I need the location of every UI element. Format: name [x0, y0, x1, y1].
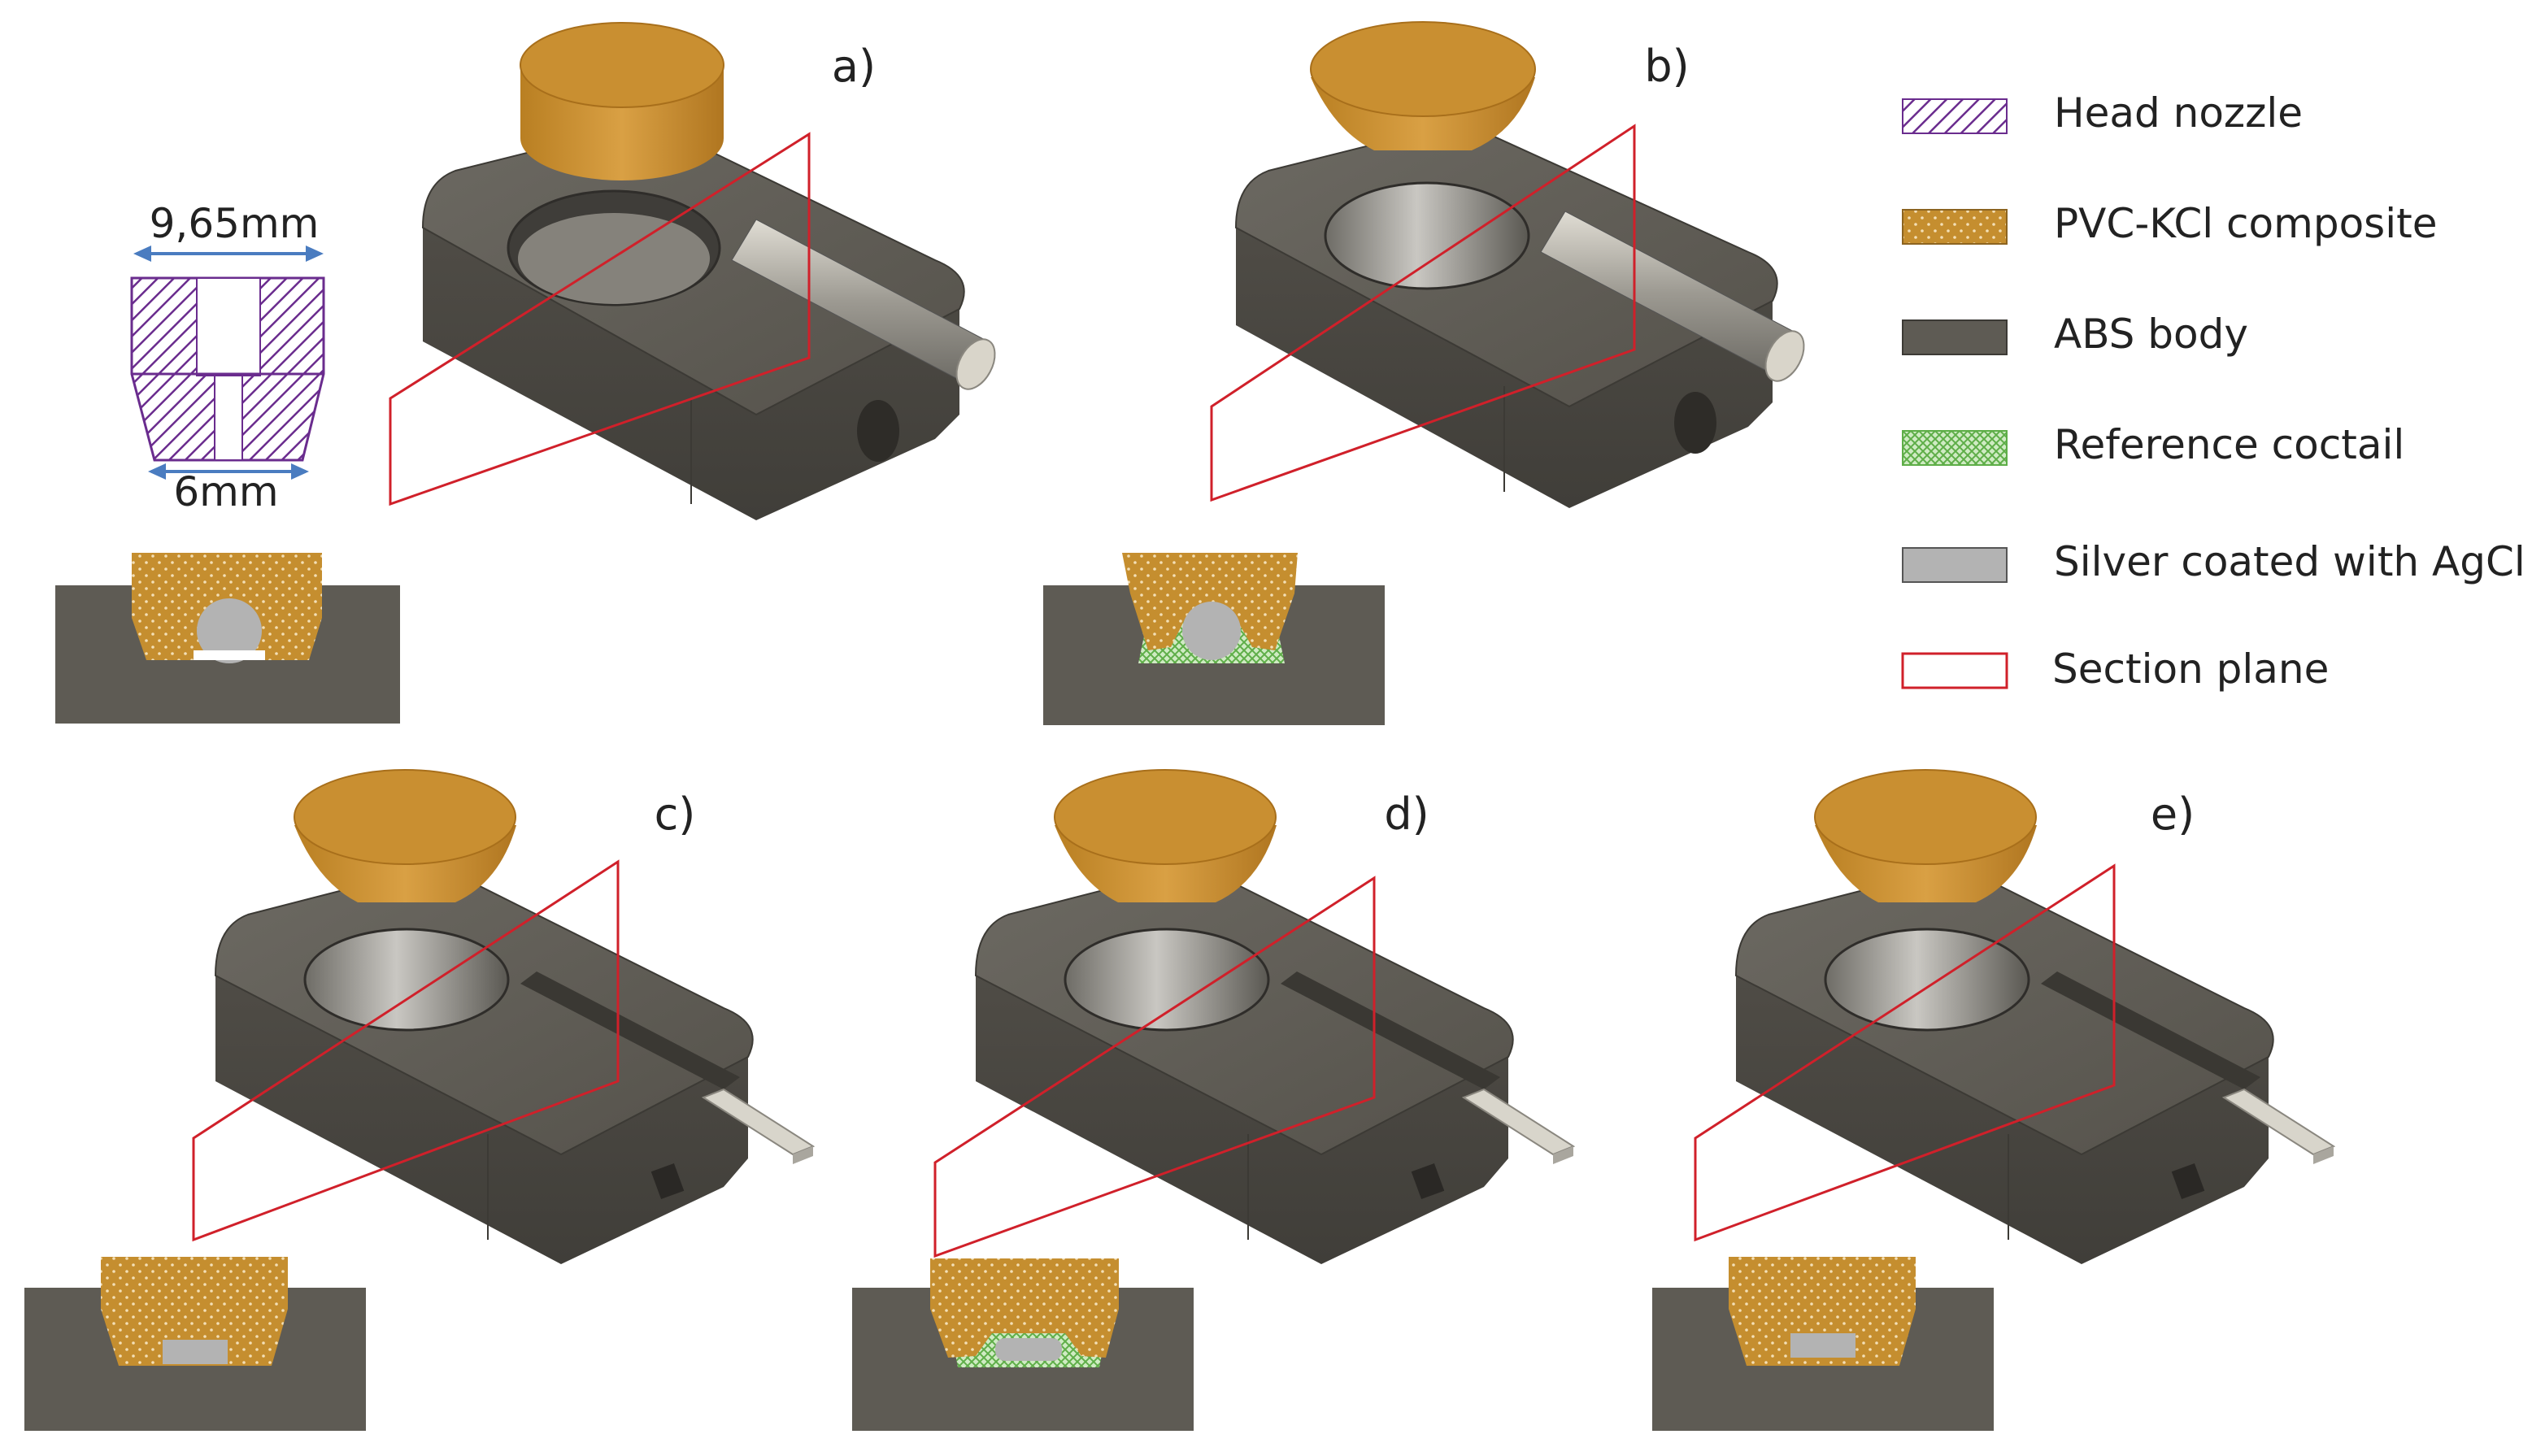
section-view-c-composite [101, 1257, 288, 1366]
abs-body-side [1236, 228, 1773, 508]
pvc-composite-d-top [1054, 769, 1277, 865]
legend-label-pvc: PVC-KCl composite [2054, 200, 2437, 247]
cone-well-d [1064, 928, 1270, 1032]
abs-body-side [1736, 976, 2269, 1264]
silver-strip-d-end [1553, 1146, 1573, 1164]
section-view-c-silver [163, 1340, 228, 1364]
abs-body-side [215, 976, 748, 1264]
section-plane-e [1694, 863, 2116, 1242]
pvc-composite-a-top [520, 22, 724, 108]
nozzle-bottom-dimension: 6mm [173, 468, 278, 515]
cone-well-b [1324, 181, 1530, 290]
section-plane-a [389, 132, 811, 506]
panel-b-label: b) [1644, 41, 1689, 92]
legend-swatch-head-nozzle [1902, 98, 2008, 134]
legend-label-abs: ABS body [2054, 311, 2248, 358]
panel-a: a) [55, 22, 996, 724]
legend-swatch-abs [1902, 319, 2008, 355]
section-view-d-composite [930, 1258, 1119, 1358]
side-hole-b [1674, 392, 1716, 454]
legend-label-silver: Silver coated with AgCl [2054, 538, 2525, 585]
rod-end-b [1764, 330, 1805, 382]
section-view-d-silver [995, 1338, 1062, 1361]
pvc-composite-c-top [294, 769, 516, 865]
panel-c: c) [24, 769, 816, 1431]
section-view-a-silver [197, 598, 262, 663]
nozzle-section: 9,65mm 6mm [130, 200, 325, 515]
section-view-b-silver [1182, 602, 1241, 660]
rod-end-a [955, 338, 996, 390]
panel-d: d) [852, 769, 1576, 1431]
pvc-composite-e-top [1814, 769, 2037, 865]
channel-e [2041, 971, 2260, 1089]
abs-body-side [976, 976, 1508, 1264]
legend-label-reference: Reference coctail [2054, 421, 2404, 468]
channel-c [520, 971, 740, 1089]
cone-well-c [303, 928, 510, 1032]
side-port-d [1411, 1163, 1445, 1200]
legend: Head nozzle PVC-KCl composite ABS body R… [1901, 89, 2525, 693]
abs-body-side [423, 228, 959, 520]
panel-a-label: a) [832, 41, 876, 92]
legend-swatch-section-plane [1901, 652, 2008, 689]
nozzle-top-dimension: 9,65mm [150, 200, 320, 247]
section-plane-b [1210, 124, 1636, 502]
section-view-b-composite [1122, 553, 1298, 650]
section-plane-c [192, 859, 620, 1242]
nozzle-bore-lower [214, 375, 243, 461]
panel-c-label: c) [655, 789, 696, 840]
legend-label-section-plane: Section plane [2052, 645, 2329, 693]
panel-d-label: d) [1384, 789, 1429, 840]
arrowhead-right-icon [306, 246, 324, 262]
arrowhead-left-icon [148, 463, 166, 480]
panel-e-label: e) [2151, 789, 2195, 840]
side-port-e [2171, 1163, 2205, 1200]
silver-strip-c-end [793, 1146, 813, 1164]
cone-well-e [1824, 928, 2030, 1032]
section-view-e-composite [1729, 1257, 1916, 1366]
side-port-c [650, 1163, 685, 1200]
legend-swatch-reference [1902, 430, 2008, 466]
legend-swatch-pvc [1902, 209, 2008, 245]
section-view-e-silver [1790, 1333, 1855, 1358]
nozzle-bore-upper [196, 277, 261, 376]
legend-label-head-nozzle: Head nozzle [2054, 89, 2303, 137]
section-view-a-gap [194, 650, 265, 660]
legend-swatch-silver [1902, 547, 2008, 583]
arrowhead-left-icon [133, 246, 151, 262]
silver-strip-e-end [2313, 1146, 2334, 1164]
side-hole-a [857, 400, 899, 462]
panel-e: e) [1652, 769, 2336, 1431]
section-plane-d [933, 876, 1376, 1258]
panel-b: b) [1043, 21, 1805, 725]
pvc-composite-b-top [1310, 21, 1536, 117]
arrowhead-right-icon [291, 463, 309, 480]
channel-d [1281, 971, 1500, 1089]
